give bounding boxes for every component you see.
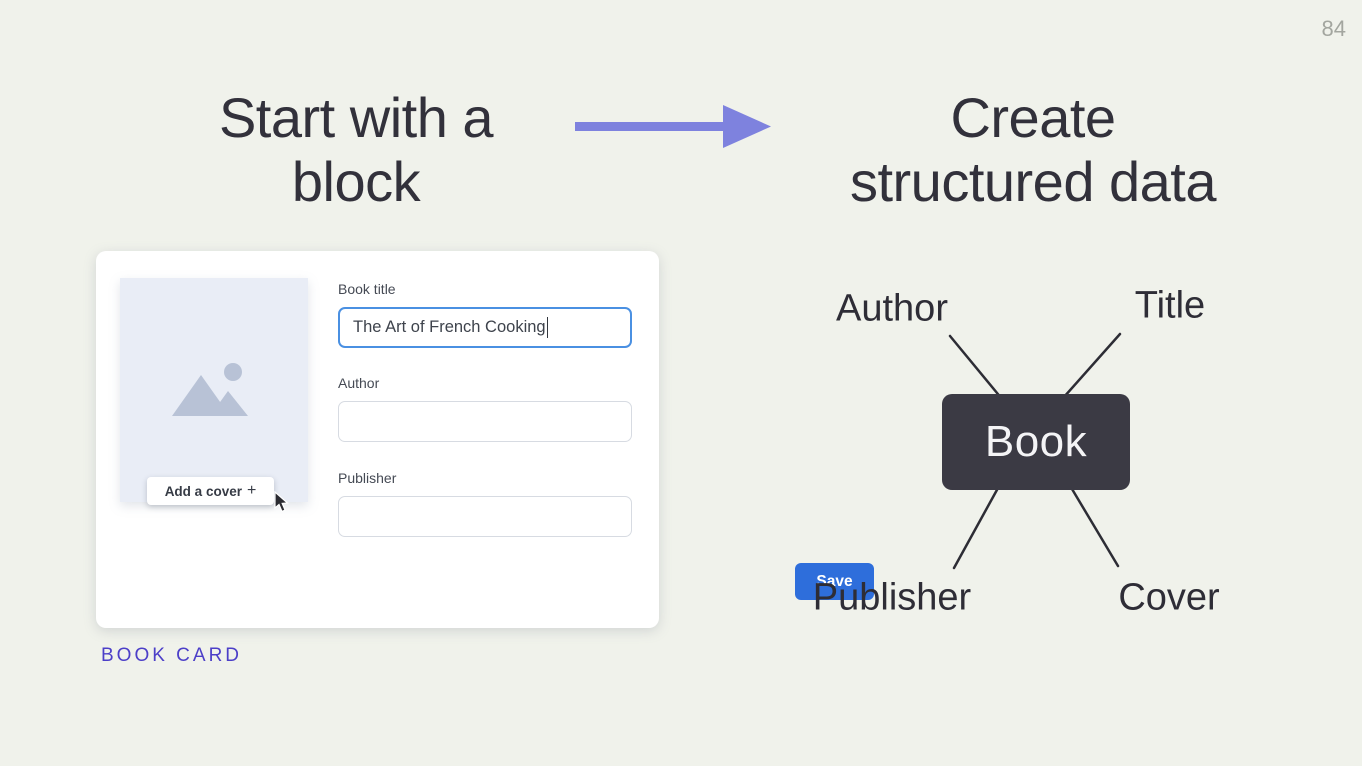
mouse-cursor-icon	[274, 491, 289, 513]
heading-line: Create	[950, 86, 1116, 149]
author-label: Author	[338, 375, 380, 391]
cover-placeholder[interactable]: Add a cover +	[120, 278, 308, 513]
plus-icon: +	[246, 482, 257, 499]
heading-create-structured-data: Create structured data	[778, 86, 1288, 214]
diagram-label-author: Author	[836, 287, 948, 330]
add-cover-button[interactable]: Add a cover +	[147, 477, 274, 505]
page-number: 84	[1321, 16, 1346, 41]
book-form: Book title The Art of French Cooking Aut…	[338, 251, 874, 628]
heading-line: Start with a	[218, 86, 494, 149]
book-card: Add a cover + Book title The Art of Fren…	[96, 251, 874, 628]
book-node: Book	[942, 394, 1130, 490]
book-title-value: The Art of French Cooking	[353, 318, 546, 336]
diagram-label-title: Title	[1134, 284, 1206, 327]
add-cover-label: Add a cover	[164, 483, 242, 499]
author-input[interactable]	[338, 401, 632, 442]
book-title-input[interactable]: The Art of French Cooking	[338, 307, 632, 348]
publisher-input[interactable]	[338, 496, 632, 537]
publisher-label: Publisher	[338, 470, 397, 486]
right-arrow-icon	[575, 105, 771, 148]
save-button[interactable]: Save	[795, 563, 874, 600]
diagram-label-cover: Cover	[1118, 576, 1220, 619]
text-caret	[546, 317, 549, 338]
book-title-label: Book title	[338, 281, 396, 297]
image-placeholder-icon	[172, 363, 248, 416]
diagram-label-publisher: Publisher	[812, 576, 972, 619]
heading-line: structured data	[849, 150, 1217, 213]
heading-start-with-a-block: Start with a block	[106, 86, 606, 214]
heading-line: block	[291, 150, 421, 213]
book-card-caption: BOOK CARD	[101, 645, 243, 666]
